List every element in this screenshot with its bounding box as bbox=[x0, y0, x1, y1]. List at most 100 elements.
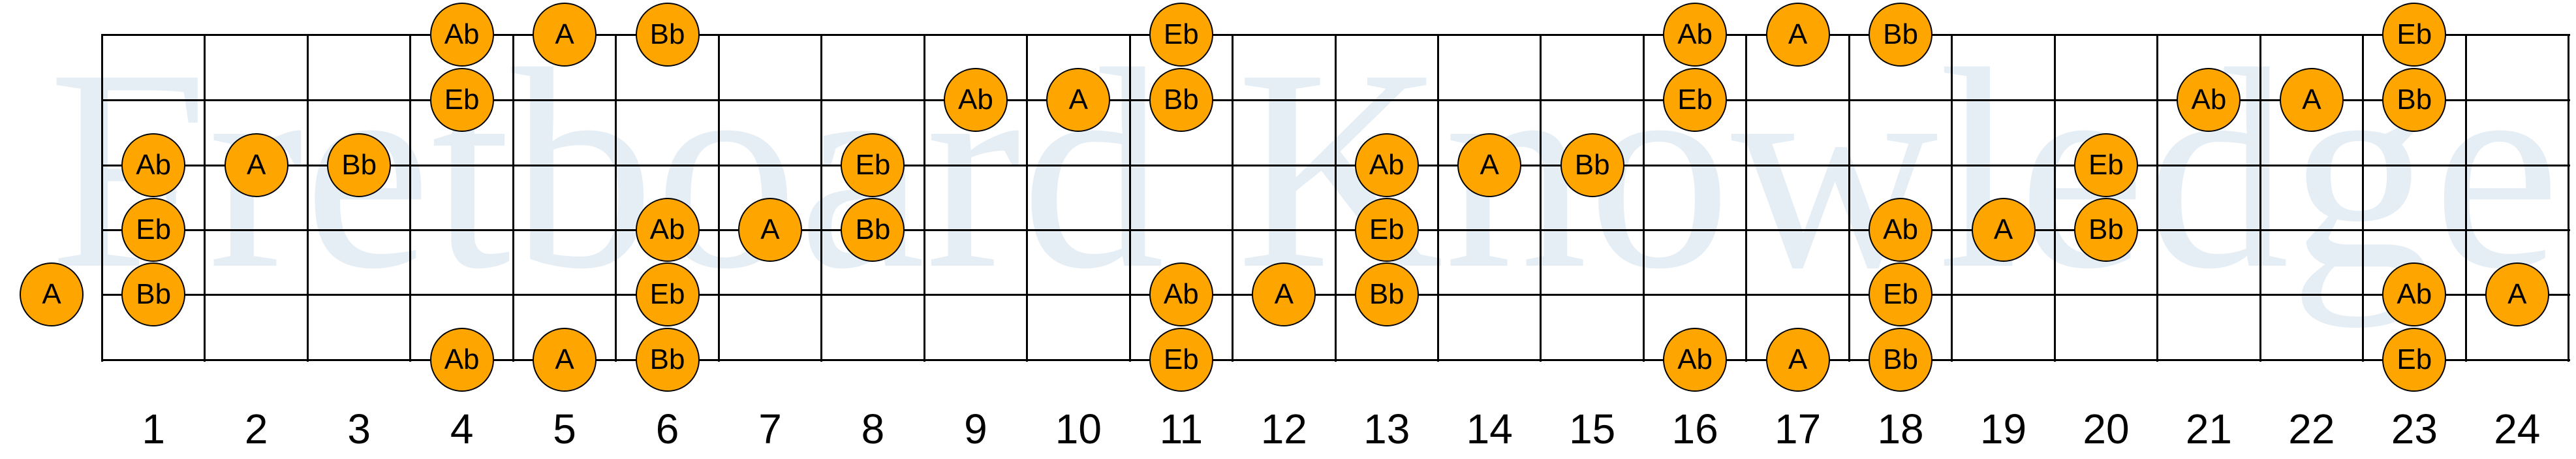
fret-number: 6 bbox=[655, 405, 679, 452]
fret-line bbox=[2156, 34, 2159, 362]
fret-number: 14 bbox=[1466, 405, 1513, 452]
fret-number: 22 bbox=[2288, 405, 2335, 452]
note-marker: A bbox=[224, 133, 288, 197]
note-label: Eb bbox=[1163, 18, 1199, 50]
note-label: Ab bbox=[1163, 278, 1199, 310]
note-label: Ab bbox=[1369, 149, 1404, 181]
fret-line bbox=[2464, 34, 2467, 362]
note-label: Eb bbox=[855, 149, 891, 181]
note-marker: Eb bbox=[1149, 3, 1213, 67]
note-label: A bbox=[1788, 18, 1808, 50]
fret-number: 3 bbox=[347, 405, 371, 452]
note-label: Ab bbox=[2397, 278, 2432, 310]
note-marker: Eb bbox=[429, 68, 494, 132]
note-marker: A bbox=[1765, 3, 1830, 67]
fret-line bbox=[512, 34, 514, 362]
note-marker: Ab bbox=[1869, 198, 1933, 262]
note-label: Ab bbox=[1677, 343, 1713, 375]
note-marker: Ab bbox=[429, 3, 494, 67]
note-marker: Ab bbox=[635, 198, 700, 262]
note-label: Bb bbox=[1574, 149, 1610, 181]
fret-line bbox=[1848, 34, 1850, 362]
note-label: Eb bbox=[1677, 84, 1713, 116]
note-label: Ab bbox=[649, 214, 685, 245]
note-label: Ab bbox=[2191, 84, 2227, 116]
fret-number: 12 bbox=[1260, 405, 1307, 452]
note-label: A bbox=[1788, 343, 1808, 375]
fret-number: 11 bbox=[1159, 405, 1203, 452]
fret-line bbox=[1745, 34, 1748, 362]
note-marker: Ab bbox=[1663, 328, 1728, 392]
note-label: A bbox=[42, 278, 61, 310]
note-marker: Eb bbox=[1663, 68, 1728, 132]
fret-number: 13 bbox=[1363, 405, 1410, 452]
note-label: Bb bbox=[341, 149, 377, 181]
note-marker: Eb bbox=[1869, 262, 1933, 326]
note-marker: Bb bbox=[327, 133, 392, 197]
note-label: Bb bbox=[1883, 343, 1918, 375]
fret-number: 17 bbox=[1774, 405, 1822, 452]
note-label: Eb bbox=[649, 278, 685, 310]
note-marker: Bb bbox=[635, 328, 700, 392]
note-label: Bb bbox=[2397, 84, 2432, 116]
fret-line bbox=[1026, 34, 1029, 362]
note-marker: Ab bbox=[121, 133, 186, 197]
note-marker: Ab bbox=[2177, 68, 2241, 132]
fret-line bbox=[1540, 34, 1542, 362]
note-label: Ab bbox=[1883, 214, 1918, 245]
fret-line bbox=[409, 34, 412, 362]
note-marker: A bbox=[1765, 328, 1830, 392]
note-label: Bb bbox=[1883, 18, 1918, 50]
note-label: Eb bbox=[444, 84, 480, 116]
note-label: Bb bbox=[2088, 214, 2124, 245]
note-marker: Bb bbox=[635, 3, 700, 67]
fret-number: 19 bbox=[1979, 405, 2027, 452]
fret-line bbox=[1436, 34, 1439, 362]
note-label: A bbox=[1993, 214, 2013, 245]
note-marker: Ab bbox=[429, 328, 494, 392]
note-marker: Bb bbox=[2382, 68, 2447, 132]
fret-number: 1 bbox=[142, 405, 166, 452]
fret-number: 18 bbox=[1877, 405, 1924, 452]
note-marker: Ab bbox=[1354, 133, 1419, 197]
note-label: Ab bbox=[444, 18, 480, 50]
note-label: A bbox=[2302, 84, 2321, 116]
fret-line bbox=[820, 34, 823, 362]
note-label: A bbox=[1274, 278, 1294, 310]
fret-number: 23 bbox=[2391, 405, 2438, 452]
note-label: A bbox=[1068, 84, 1089, 116]
nut-line bbox=[101, 34, 103, 362]
note-marker: Bb bbox=[1149, 68, 1213, 132]
note-label: A bbox=[2507, 278, 2527, 310]
note-label: Bb bbox=[136, 278, 172, 310]
note-marker: A bbox=[737, 198, 802, 262]
note-marker: Ab bbox=[1149, 262, 1213, 326]
note-label: Bb bbox=[1163, 84, 1199, 116]
fret-number: 2 bbox=[244, 405, 268, 452]
note-marker: A bbox=[20, 262, 84, 326]
fret-line bbox=[204, 34, 206, 362]
note-label: Eb bbox=[1163, 343, 1199, 375]
note-marker: Eb bbox=[2382, 3, 2447, 67]
note-marker: A bbox=[2279, 68, 2344, 132]
note-label: Eb bbox=[2397, 343, 2432, 375]
note-label: A bbox=[1480, 149, 1499, 181]
fret-line bbox=[2568, 34, 2570, 362]
fret-number: 20 bbox=[2083, 405, 2130, 452]
note-marker: A bbox=[1971, 198, 2036, 262]
note-label: Bb bbox=[855, 214, 891, 245]
fret-line bbox=[2259, 34, 2261, 362]
note-label: A bbox=[555, 343, 574, 375]
note-marker: Bb bbox=[841, 198, 905, 262]
note-label: Ab bbox=[957, 84, 993, 116]
note-marker: Eb bbox=[121, 198, 186, 262]
note-marker: Bb bbox=[121, 262, 186, 326]
note-marker: Eb bbox=[841, 133, 905, 197]
note-marker: Bb bbox=[1560, 133, 1624, 197]
fret-line bbox=[2362, 34, 2365, 362]
note-marker: A bbox=[1046, 68, 1111, 132]
note-marker: A bbox=[1457, 133, 1522, 197]
note-label: Eb bbox=[2397, 18, 2432, 50]
note-label: Bb bbox=[649, 18, 685, 50]
note-marker: A bbox=[533, 328, 597, 392]
